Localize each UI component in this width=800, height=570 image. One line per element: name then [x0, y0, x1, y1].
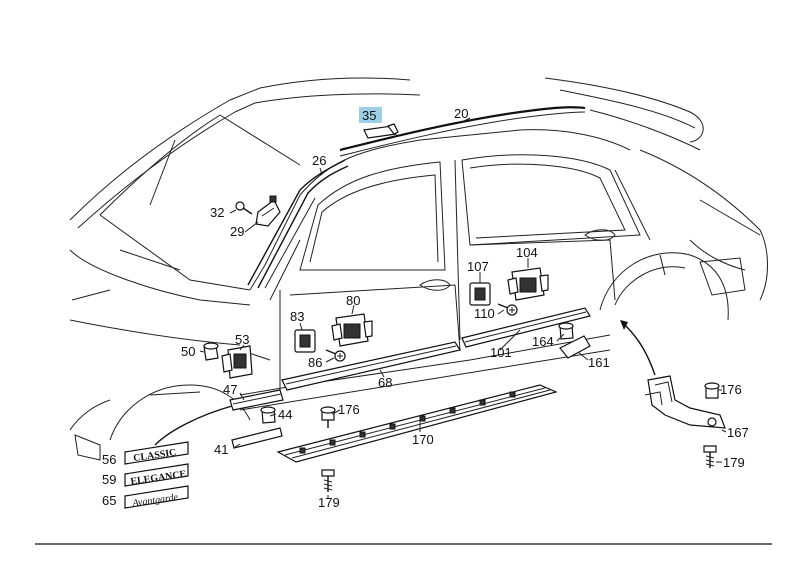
part-161-endcap[interactable] — [559, 335, 591, 359]
part-107-clip[interactable] — [469, 282, 491, 306]
callout-65[interactable]: 65 — [102, 493, 116, 508]
callout-56[interactable]: 56 — [102, 452, 116, 467]
badge-classic[interactable]: CLASSIC — [124, 441, 189, 465]
callout-176-right[interactable]: 176 — [720, 382, 742, 397]
a-pillar-moulding-26 — [247, 159, 349, 289]
door-moulding-68 — [281, 341, 461, 391]
part-176-bolt-left[interactable] — [320, 406, 336, 428]
part-110-screw[interactable] — [497, 303, 518, 316]
callout-179-left[interactable]: 179 — [318, 495, 340, 510]
callout-170[interactable]: 170 — [412, 432, 434, 447]
pointer-arrow — [620, 320, 656, 376]
callout-32[interactable]: 32 — [210, 205, 224, 220]
callout-35[interactable]: 35 — [362, 108, 376, 123]
badge-avantgarde[interactable]: Avantgarde — [124, 485, 189, 509]
part-44-clip[interactable] — [260, 406, 276, 424]
callout-20[interactable]: 20 — [454, 106, 468, 121]
callout-101[interactable]: 101 — [490, 345, 512, 360]
sill-panel-170 — [276, 384, 558, 463]
part-104-bracket[interactable] — [507, 267, 549, 301]
part-29-bracket[interactable] — [255, 195, 281, 227]
badge-elegance[interactable]: ELEGANCE — [124, 463, 189, 488]
door-moulding-101 — [461, 307, 591, 348]
leader-lines — [199, 117, 727, 498]
part-86-screw[interactable] — [325, 349, 346, 362]
callout-110[interactable]: 110 — [474, 306, 495, 321]
part-53-clip[interactable] — [221, 345, 253, 379]
car-body-outline — [69, 77, 768, 461]
part-176-bolt-right[interactable] — [704, 382, 720, 399]
part-179-bolt-left[interactable] — [321, 469, 335, 492]
callout-80[interactable]: 80 — [346, 293, 360, 308]
callout-41[interactable]: 41 — [214, 442, 228, 457]
callout-167[interactable]: 167 — [727, 425, 749, 440]
callout-176-left[interactable]: 176 — [338, 402, 360, 417]
callout-107[interactable]: 107 — [467, 259, 489, 274]
part-50-grommet[interactable] — [203, 342, 219, 361]
callout-47[interactable]: 47 — [223, 382, 237, 397]
callout-50[interactable]: 50 — [181, 344, 195, 359]
callout-161[interactable]: 161 — [588, 355, 610, 370]
callout-26[interactable]: 26 — [312, 153, 326, 168]
callout-44[interactable]: 44 — [278, 407, 292, 422]
callout-164[interactable]: 164 — [532, 334, 554, 349]
part-35-clip[interactable] — [363, 123, 399, 139]
highlight-box-35 — [359, 107, 382, 123]
callout-29[interactable]: 29 — [230, 224, 244, 239]
part-32-screw[interactable] — [235, 201, 253, 215]
part-179-bolt-right[interactable] — [703, 445, 717, 468]
callout-53[interactable]: 53 — [235, 332, 249, 347]
callout-86[interactable]: 86 — [308, 355, 322, 370]
part-164-grommet[interactable] — [558, 322, 574, 340]
part-41-strip[interactable] — [231, 427, 283, 449]
callout-59[interactable]: 59 — [102, 472, 116, 487]
callout-104[interactable]: 104 — [516, 245, 538, 260]
roof-moulding-20 — [339, 106, 586, 157]
callout-68[interactable]: 68 — [378, 375, 392, 390]
part-80-bracket[interactable] — [331, 313, 373, 347]
part-83-clip[interactable] — [294, 329, 316, 353]
callout-179-right[interactable]: 179 — [723, 455, 745, 470]
rear-bracket-167[interactable] — [644, 375, 726, 429]
callout-83[interactable]: 83 — [290, 309, 304, 324]
badge-pointer-line — [154, 405, 233, 446]
